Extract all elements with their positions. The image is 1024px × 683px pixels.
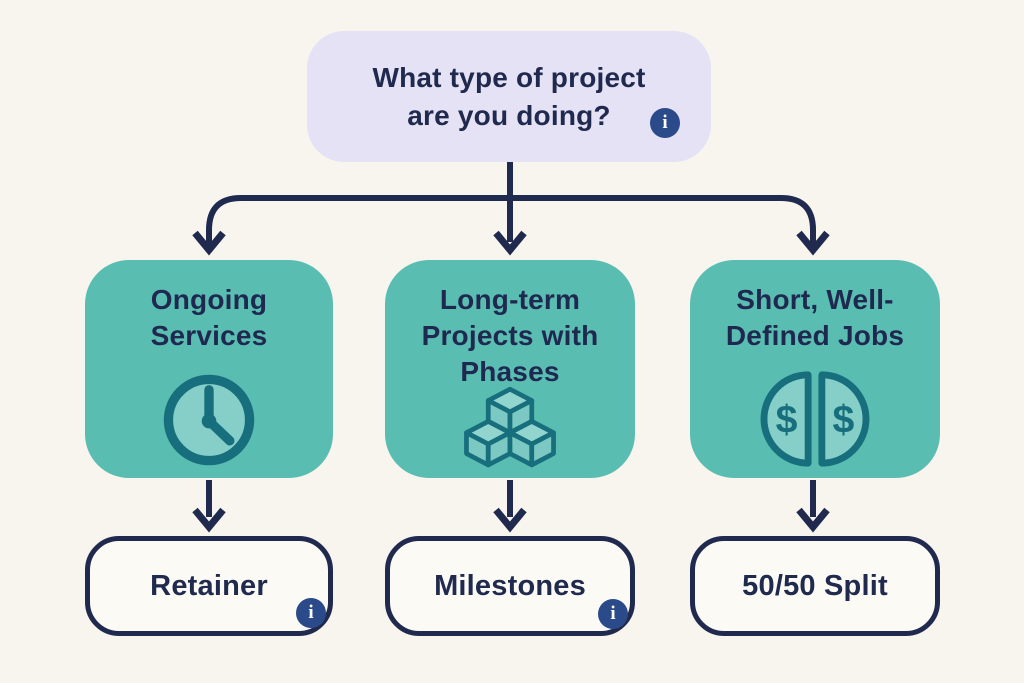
arrowhead-down-icon [796,507,830,533]
node-milestones: Milestones i [385,536,635,636]
node-ongoing-services: Ongoing Services [85,260,333,478]
question-text: What type of project are you doing? [372,61,646,131]
result-label: Retainer [150,569,268,602]
arrowhead-down-icon [493,230,527,256]
svg-text:$: $ [833,398,855,442]
node-retainer: Retainer i [85,536,333,636]
arrowhead-down-icon [192,230,226,256]
node-long-term-projects: Long-term Projects with Phases [385,260,635,478]
info-icon[interactable]: i [296,598,326,628]
node-50-50-split: 50/50 Split [690,536,940,636]
result-label: Milestones [434,569,586,602]
connector-branch-rail [206,195,816,246]
question-node: What type of project are you doing? i [307,31,711,162]
node-short-defined-jobs: Short, Well- Defined Jobs $ $ [690,260,940,478]
info-icon[interactable]: i [598,599,628,629]
arrowhead-down-icon [493,507,527,533]
result-label: 50/50 Split [742,569,888,602]
svg-text:$: $ [776,398,798,442]
arrowhead-down-icon [192,507,226,533]
arrowhead-down-icon [796,230,830,256]
clock-icon [163,374,255,466]
info-icon[interactable]: i [650,108,680,138]
split-coins-icon: $ $ [760,371,870,467]
category-label: Long-term Projects with Phases [421,284,599,387]
category-label: Ongoing Services [150,284,268,351]
category-label: Short, Well- Defined Jobs [725,284,905,351]
cubes-icon [464,386,556,468]
